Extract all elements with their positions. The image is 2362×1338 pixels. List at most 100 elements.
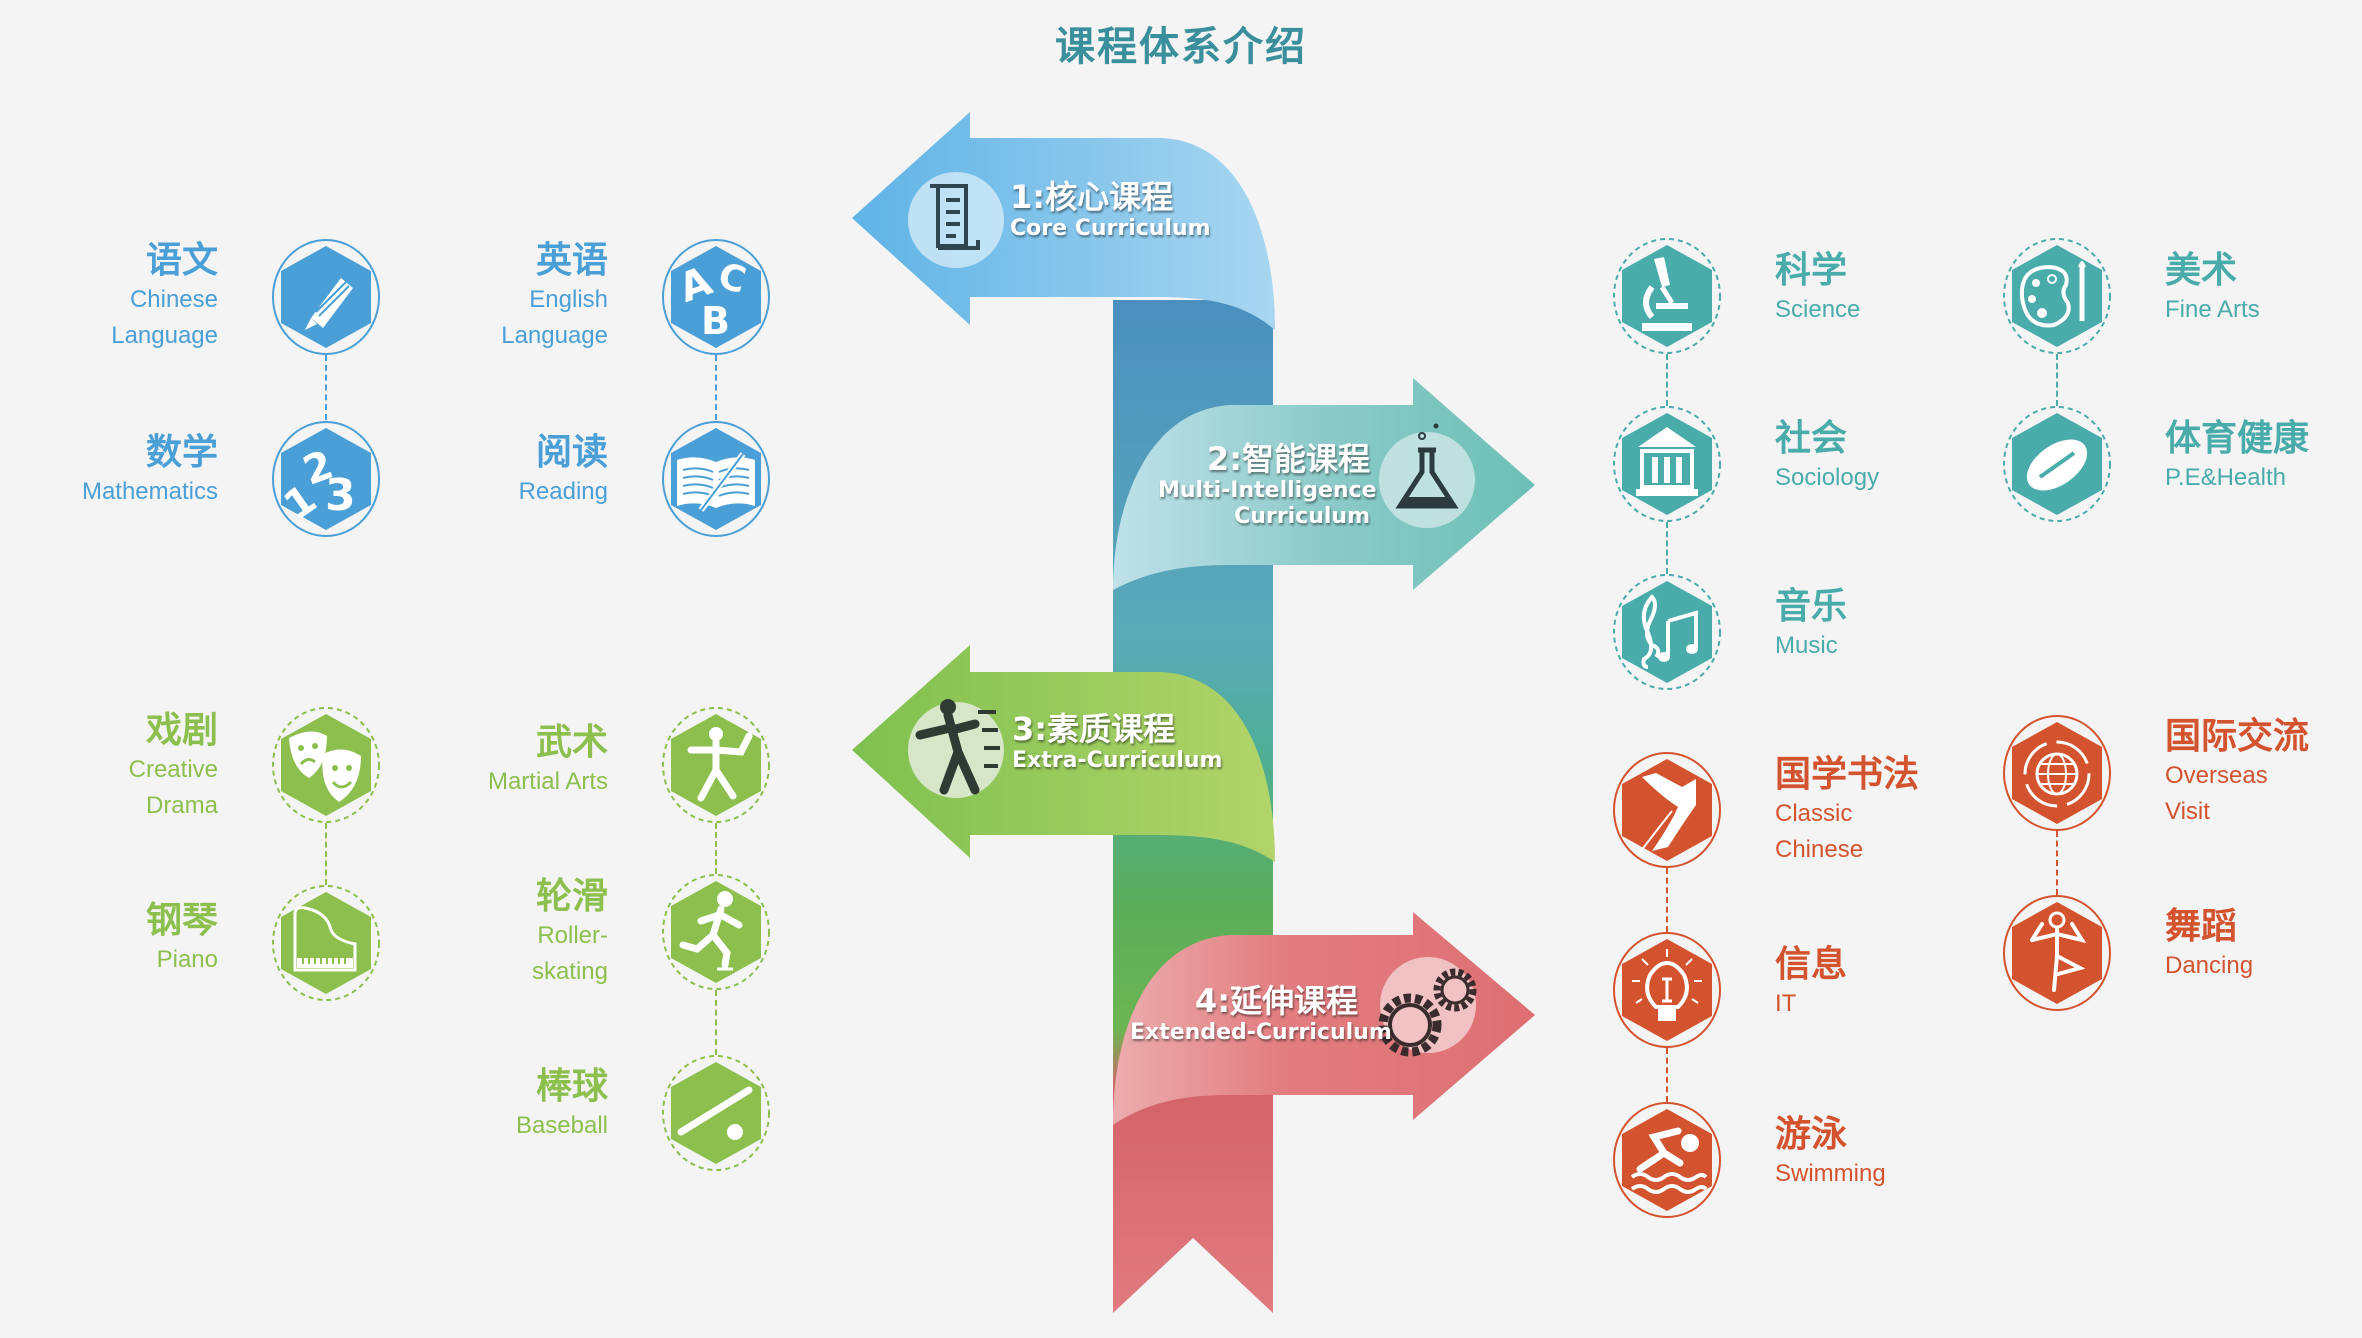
- subject-en: Martial Arts: [487, 768, 608, 795]
- subject-cn: 钢琴: [145, 900, 218, 941]
- connector: [1666, 522, 1668, 574]
- connector: [325, 823, 327, 885]
- subject-cn: 国际交流: [2165, 716, 2310, 757]
- subject-en: Language: [111, 322, 218, 349]
- palette-icon: [2003, 238, 2111, 354]
- extended-curriculum-cn: 4:延伸课程: [1194, 982, 1358, 1020]
- lightbulb-icon: [1613, 932, 1721, 1048]
- subject-piano-label: 钢琴 Piano: [146, 900, 218, 978]
- svg-text:B: B: [701, 299, 730, 343]
- subject-it-label: 信息 IT: [1775, 944, 1847, 1022]
- subject-en: Sociology: [1775, 464, 1880, 491]
- subject-cn: 语文: [145, 240, 218, 281]
- subject-baseball-label: 棒球 Baseball: [516, 1066, 608, 1144]
- connector: [1666, 354, 1668, 406]
- subject-chinese-label: 语文 Chinese Language: [111, 240, 218, 354]
- subject-en: Reading: [518, 478, 608, 505]
- subject-en: P.E&Health: [2165, 464, 2286, 491]
- building-columns-icon: [1613, 406, 1721, 522]
- core-curriculum-label: 1:核心课程 Core Curriculum: [1010, 178, 1211, 242]
- subject-en: Classic: [1775, 800, 1853, 827]
- numbers-123-icon: 1 2 3: [272, 421, 380, 537]
- extended-curriculum-label: 4:延伸课程 Extended-Curriculum: [1130, 982, 1392, 1046]
- subject-en: Drama: [145, 792, 218, 819]
- subject-drama-label: 戏剧 Creative Drama: [129, 710, 218, 824]
- gears-icon: [1378, 957, 1477, 1057]
- subject-en: Baseball: [515, 1112, 608, 1139]
- subject-roller-skating-label: 轮滑 Roller- skating: [532, 876, 608, 990]
- subject-cn: 信息: [1775, 944, 1848, 985]
- connector: [2056, 831, 2058, 895]
- subject-pe-health-label: 体育健康 P.E&Health: [2165, 418, 2309, 496]
- multi-intelligence-en-1: Multi-Intelligence: [1158, 478, 1377, 503]
- extra-curriculum-en: Extra-Curriculum: [1012, 748, 1223, 773]
- extra-curriculum-label: 3:素质课程 Extra-Curriculum: [1012, 710, 1222, 774]
- subject-classic-chinese-label: 国学书法 Classic Chinese: [1775, 754, 1919, 868]
- subject-english-label: 英语 English Language: [501, 240, 608, 354]
- connector: [325, 355, 327, 420]
- subject-en: Dancing: [2165, 952, 2254, 979]
- subject-en: Swimming: [1775, 1160, 1886, 1187]
- connector: [715, 990, 717, 1055]
- subject-cn: 音乐: [1775, 586, 1848, 627]
- svg-text:3: 3: [325, 470, 356, 521]
- subject-en: Piano: [156, 946, 218, 973]
- subject-en: Science: [1775, 296, 1861, 323]
- subject-cn: 社会: [1775, 418, 1848, 459]
- subject-en: English: [529, 286, 608, 313]
- flask-icon: [1379, 423, 1475, 528]
- subject-en: Creative: [128, 756, 218, 783]
- connector: [2056, 354, 2058, 406]
- microscope-icon: [1613, 238, 1721, 354]
- extra-curriculum-cn: 3:素质课程: [1012, 710, 1176, 748]
- subject-en: Visit: [2165, 798, 2210, 825]
- multi-intelligence-cn: 2:智能课程: [1206, 440, 1370, 478]
- great-wall-icon: [1613, 752, 1721, 868]
- subject-en: IT: [1775, 990, 1797, 1017]
- subject-reading-label: 阅读 Reading: [519, 432, 608, 510]
- subject-martial-arts-label: 武术 Martial Arts: [488, 722, 608, 800]
- subject-cn: 体育健康: [2165, 418, 2310, 459]
- open-book-icon: [662, 421, 770, 537]
- subject-cn: 国学书法: [1775, 754, 1920, 795]
- extended-curriculum-en: Extended-Curriculum: [1130, 1020, 1392, 1045]
- core-curriculum-en: Core Curriculum: [1010, 216, 1211, 241]
- subject-cn: 英语: [535, 240, 608, 281]
- subject-dancing-label: 舞蹈 Dancing: [2165, 906, 2253, 984]
- subject-fine-arts-label: 美术 Fine Arts: [2165, 250, 2260, 328]
- subject-cn: 游泳: [1775, 1114, 1848, 1155]
- subject-science-label: 科学 Science: [1775, 250, 1860, 328]
- fountain-pen-icon: [272, 239, 380, 355]
- connector: [1666, 868, 1668, 932]
- music-notes-icon: [1613, 574, 1721, 690]
- piano-icon: [272, 885, 380, 1001]
- subject-cn: 棒球: [535, 1066, 608, 1107]
- subject-cn: 阅读: [535, 432, 608, 473]
- subject-cn: 舞蹈: [2165, 906, 2238, 947]
- subject-cn: 科学: [1775, 250, 1848, 291]
- drama-masks-icon: [272, 707, 380, 823]
- football-icon: [2003, 406, 2111, 522]
- subject-cn: 戏剧: [145, 710, 218, 751]
- subject-cn: 美术: [2165, 250, 2238, 291]
- martial-arts-icon: [662, 707, 770, 823]
- running-man-icon: [908, 699, 1004, 798]
- subject-en: Music: [1775, 632, 1838, 659]
- scroll-icon: [908, 172, 1004, 268]
- subject-en: Fine Arts: [2165, 296, 2260, 323]
- subject-en: Mathematics: [81, 478, 218, 505]
- subject-cn: 武术: [535, 722, 608, 763]
- subject-en: skating: [531, 958, 608, 985]
- multi-intelligence-en-2: Curriculum: [1234, 504, 1370, 529]
- roller-skater-icon: [662, 874, 770, 990]
- subject-en: Chinese: [1775, 836, 1864, 863]
- subject-en: Language: [501, 322, 608, 349]
- dancer-icon: [2003, 895, 2111, 1011]
- subject-cn: 轮滑: [535, 876, 608, 917]
- subject-en: Chinese: [129, 286, 218, 313]
- swimmer-icon: [1613, 1102, 1721, 1218]
- connector: [715, 823, 717, 874]
- subject-music-label: 音乐 Music: [1775, 586, 1847, 664]
- core-curriculum-cn: 1:核心课程: [1010, 178, 1174, 216]
